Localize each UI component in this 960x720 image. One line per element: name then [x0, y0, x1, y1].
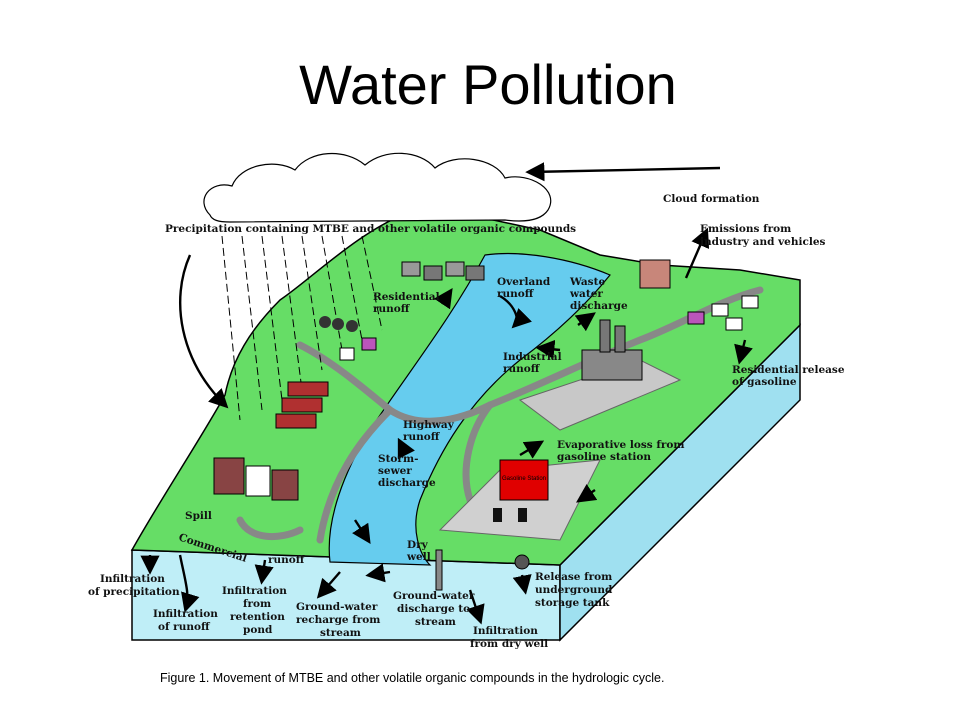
groundwater-block — [131, 323, 801, 642]
label-gw-discharge-2: discharge to — [397, 603, 470, 615]
label-industrial-runoff-2: runoff — [503, 363, 541, 375]
label-infiltration-pond-2: from — [243, 598, 271, 610]
label-storm-sewer-2: sewer — [378, 465, 412, 477]
trees — [319, 316, 358, 332]
label-infiltration-precip-1: Infiltration — [100, 573, 165, 585]
apartment-buildings — [275, 381, 329, 429]
label-gw-recharge-3: stream — [320, 627, 361, 639]
label-precipitation: Precipitation containing MTBE and other … — [165, 223, 576, 235]
page-title: Water Pollution — [299, 53, 677, 116]
commercial-buildings — [213, 457, 299, 501]
label-release-tank-3: storage tank — [535, 597, 610, 609]
label-waste-water-2: water — [569, 288, 603, 300]
label-industrial-runoff-1: Industrial — [503, 351, 562, 363]
label-gw-discharge-1: Ground-water — [393, 590, 475, 602]
label-spill: Spill — [185, 510, 212, 522]
label-release-tank-2: underground — [535, 584, 613, 596]
river — [328, 252, 611, 566]
label-infiltration-pond-1: Infiltration — [222, 585, 287, 597]
label-infiltration-drywell-2: from dry well — [470, 638, 548, 650]
label-gw-recharge-2: recharge from — [296, 614, 380, 626]
label-station-sign: Gasoline Station — [502, 476, 546, 482]
label-waste-water-3: discharge — [570, 300, 628, 312]
label-dry-well-2: well — [406, 551, 431, 563]
flow-arrows — [140, 162, 753, 625]
label-infiltration-pond-4: pond — [243, 624, 273, 636]
label-residential-runoff-2: runoff — [373, 303, 411, 315]
diagram-labels: Cloud formation Precipitation containing… — [88, 193, 845, 650]
label-waste-water-1: Waste — [569, 276, 605, 288]
figure-caption: Figure 1. Movement of MTBE and other vol… — [160, 671, 664, 685]
label-cloud-formation: Cloud formation — [663, 193, 760, 205]
label-infiltration-runoff-2: of runoff — [158, 621, 211, 633]
label-evaporative-loss-1: Evaporative loss from — [557, 439, 685, 451]
label-emissions-1: Emissions from — [700, 223, 791, 235]
label-commercial-runoff: runoff — [268, 554, 306, 566]
label-gw-recharge-1: Ground-water — [296, 601, 378, 613]
label-emissions-2: industry and vehicles — [700, 236, 826, 248]
label-infiltration-precip-2: of precipitation — [88, 586, 180, 598]
label-infiltration-drywell-1: Infiltration — [473, 625, 538, 637]
precipitation-lines — [221, 235, 383, 421]
label-release-tank-1: Release from — [535, 571, 612, 583]
houses — [339, 261, 759, 361]
factory — [581, 319, 643, 381]
label-residential-runoff-1: Residential — [373, 291, 440, 303]
label-overland-runoff-1: Overland — [497, 276, 551, 288]
house-icon — [639, 259, 671, 289]
label-highway-runoff-2: runoff — [403, 431, 441, 443]
label-infiltration-pond-3: retention — [230, 611, 285, 623]
label-residential-release-2: of gasoline — [732, 376, 797, 388]
cloud — [203, 152, 552, 223]
label-overland-runoff-2: runoff — [497, 288, 535, 300]
label-infiltration-runoff-1: Infiltration — [153, 608, 218, 620]
dry-well — [435, 549, 443, 591]
storage-tank — [514, 554, 530, 570]
label-evaporative-loss-2: gasoline station — [557, 451, 651, 463]
label-dry-well-1: Dry — [407, 539, 429, 551]
gasoline-station — [493, 459, 549, 522]
label-residential-release-1: Residential release — [732, 364, 845, 376]
label-storm-sewer-1: Storm- — [378, 453, 418, 465]
label-highway-runoff-1: Highway — [403, 419, 455, 431]
label-gw-discharge-3: stream — [415, 616, 456, 628]
label-storm-sewer-3: discharge — [378, 477, 436, 489]
